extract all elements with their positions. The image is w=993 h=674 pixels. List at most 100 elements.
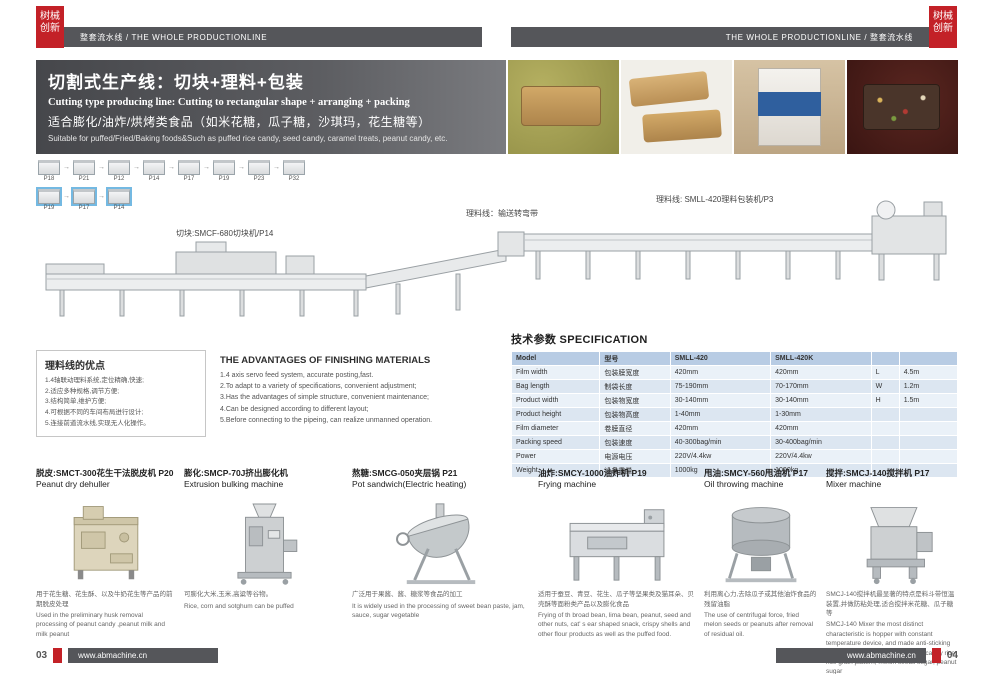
production-line-drawing: 切块:SMCF-680切块机/P14 理料线：输送转弯带 理料线: SMLL-4… — [45, 194, 947, 317]
flow-step-label: P19 — [218, 176, 230, 182]
header-bar-left: 整套流水线 / THE WHOLE PRODUCTIONLINE — [36, 27, 482, 47]
flow-arrow-icon: → — [63, 192, 70, 200]
advantage-item: 3.Has the advantages of simple structure… — [220, 394, 429, 402]
machine-desc-zh: 适用于蚕豆、青豆、花生、瓜子等坚果类及猫耳朵、贝壳酥等面粉类产品以及膨化食品 — [538, 591, 694, 608]
spec-row: Bag length 制袋长度 75-190mm 70-170mm W 1.2m — [510, 379, 959, 394]
spec-cell-zh-label: 电源电压 — [599, 449, 671, 464]
spec-row: Film diameter 卷膜直径 420mm 420mm — [510, 421, 959, 436]
spec-cell-model1-value: 1-40mm — [669, 407, 772, 422]
flow-arrow-icon: → — [98, 163, 105, 171]
machine-card-mixer: 搅拌:SMCJ-140搅拌机 P17 Mixer machine SMCJ-14… — [826, 468, 958, 674]
turn-conveyor-label: 理料线：输送转弯带 — [466, 208, 538, 218]
spec-row: Power 电源电压 220V/4.4kw 220V/4.4kw — [510, 449, 959, 464]
advantages-zh-title: 理料线的优点 — [45, 361, 105, 372]
machine-thumb-icon — [71, 187, 97, 206]
flow-step: P32 → — [283, 160, 318, 182]
machine-desc-zh: 可膨化大米,玉米,高粱等谷物。 — [184, 591, 273, 599]
spec-cell-zh-label: 型号 — [599, 351, 671, 366]
spec-cell-dim-label — [870, 463, 900, 478]
page-title-en: Cutting type producing line: Cutting to … — [48, 97, 410, 108]
spec-row: Product height 包装物高度 1-40mm 1-30mm — [510, 407, 959, 422]
machine-desc-zh: 广泛用于果酱、酱、糖浆等食品的加工 — [352, 591, 463, 599]
spec-cell-model2-value: 1-30mm — [770, 407, 872, 422]
machine-thumb-icon — [36, 187, 62, 206]
machine-subtitle: Oil throwing machine — [704, 479, 784, 490]
flow-step-label: P14 — [113, 205, 125, 211]
spec-cell-model2-value: 30-140mm — [770, 393, 872, 408]
advantage-item: 3.结构简单,维护方便; — [45, 398, 107, 406]
flow-step-label: P19 — [43, 205, 55, 211]
flow-step-label: P14 — [148, 176, 160, 182]
spec-row: Product width 包装物宽度 30-140mm 30-140mm H … — [510, 393, 959, 408]
spec-cell-model1-value: 220V/4.4kw — [669, 449, 772, 464]
flow-step: P21 → — [73, 160, 108, 182]
machine-photo-extruder — [184, 494, 344, 586]
machine-card-fryer: 油炸:SMCY-1000油炸机 P19 Frying machine 适用于蚕豆… — [538, 468, 696, 674]
advantages-section: 理料线的优点 1.4轴联动理料系统,定位精确,快速; 2.适应多种规格,调节方便… — [36, 350, 508, 437]
spec-cell-dim-label: L — [870, 365, 900, 380]
spec-cell-en-label: Product width — [510, 393, 601, 408]
machine-desc-en: Rice, corn and sotghum can be puffed — [184, 602, 294, 610]
machine-title: 油炸:SMCY-1000油炸机 P19 — [538, 468, 647, 478]
production-line-diagram: 切块:SMCF-680切块机/P14 理料线：输送转弯带 理料线: SMLL-4… — [36, 156, 958, 346]
title-block: 切割式生产线：切块+理料+包装 Cutting type producing l… — [36, 60, 506, 154]
page-subtitle-en: Suitable for puffed/Fried/Baking foods&S… — [48, 134, 448, 143]
machine-desc-en: It is widely used in the processing of s… — [352, 602, 525, 619]
machine-desc-en: Used in the preliminary husk removal pro… — [36, 611, 166, 638]
footer-red-accent — [53, 648, 63, 663]
machine-photo-fryer — [538, 494, 696, 586]
machine-card-jacketed-pot: 熬糖:SMCG-050夹层锅 P21 Pot sandwich(Electric… — [352, 468, 530, 674]
advantage-item: 5.Before connecting to the pipeing, can … — [220, 416, 433, 424]
flow-arrow-icon: → — [273, 163, 280, 171]
brand-seal-left: 树械创新 — [36, 6, 64, 48]
spec-cell-en-label: Bag length — [510, 379, 601, 394]
footer-url-left: www.abmachine.cn — [78, 651, 148, 660]
spec-cell-en-label: Film width — [510, 365, 601, 380]
bag-label-shape — [758, 91, 821, 117]
advantage-item: 5.连接前道流水线,实现无人化操作。 — [45, 419, 150, 427]
spec-cell-model1-value: 75-190mm — [669, 379, 772, 394]
machine-title: 脱皮:SMCT-300花生干法脱皮机 P20 — [36, 468, 174, 478]
machine-thumb-icon — [248, 160, 270, 175]
flow-step: P17 → — [71, 187, 108, 211]
advantages-en-box: THE ADVANTAGES OF FINISHING MATERIALS 1.… — [220, 350, 508, 437]
machines-section: 脱皮:SMCT-300花生干法脱皮机 P20 Peanut dry dehull… — [36, 468, 958, 674]
spec-cell-zh-label: 设备重量 — [599, 463, 671, 478]
spec-cell-dim-value — [898, 435, 959, 450]
spec-cell-model1-value: 420mm — [669, 365, 772, 380]
advantage-item: 1.4 axis servo feed system, accurate pos… — [220, 372, 374, 379]
machine-photo-dehuller — [36, 494, 176, 586]
product-photo-nut-bar — [847, 60, 958, 154]
spec-cell-dim-value — [898, 421, 959, 436]
spec-cell-zh-label: 卷膜直径 — [599, 421, 671, 436]
footer-left: 03 www.abmachine.cn — [36, 648, 219, 663]
spec-cell-dim-label — [870, 407, 900, 422]
machine-title: 搅拌:SMCJ-140搅拌机 P17 — [826, 468, 930, 478]
machine-photo-oil-thrower — [704, 494, 818, 586]
flow-arrow-icon: → — [133, 163, 140, 171]
machine-thumb-icon — [143, 160, 165, 175]
cereal-bar-shape — [628, 71, 709, 108]
header-bar-right-text: THE WHOLE PRODUCTIONLINE / 整套流水线 — [725, 32, 913, 42]
process-flow-icons: P18 → P21 → — [36, 160, 468, 218]
header-bar-right: THE WHOLE PRODUCTIONLINE / 整套流水线 — [511, 27, 957, 47]
spec-cell-dim-value: 4.5m — [898, 365, 959, 380]
machine-card-dehuller: 脱皮:SMCT-300花生干法脱皮机 P20 Peanut dry dehull… — [36, 468, 176, 674]
spec-cell-model2-value: 70-170mm — [770, 379, 872, 394]
spec-cell-zh-label: 包装速度 — [599, 435, 671, 450]
machine-desc-en: Frying of th broad bean, lima bean, pean… — [538, 611, 691, 638]
spec-cell-dim-value — [898, 351, 959, 366]
flow-step-label: P23 — [253, 176, 265, 182]
machine-desc-zh: SMCJ-140搅拌机最显著的特点是料斗带恒温装置,并做防粘处理,适合搅拌米花糖… — [826, 591, 955, 617]
flow-step-label: P18 — [43, 176, 55, 182]
spec-cell-dim-label: W — [870, 379, 900, 394]
machine-title: 熬糖:SMCG-050夹层锅 P21 — [352, 468, 458, 478]
spec-table: Model 型号 SMLL-420 SMLL-420K Film width 包… — [510, 351, 959, 478]
cereal-bar-shape — [521, 86, 602, 126]
machine-desc-en: The use of centrifugal force, fried melo… — [704, 611, 814, 638]
spec-cell-dim-label — [870, 421, 900, 436]
machine-thumb-icon — [283, 160, 305, 175]
spec-cell-dim-value: 1.2m — [898, 379, 959, 394]
machine-desc-zh: 利用离心力,去除瓜子或其他油炸食品的残留油脂 — [704, 591, 817, 608]
